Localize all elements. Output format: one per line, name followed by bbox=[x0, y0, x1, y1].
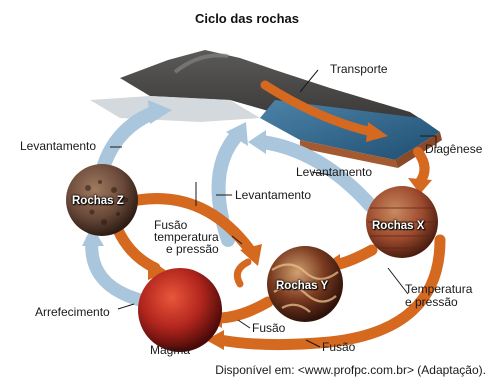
source-citation: Disponível em: <www.profpc.com.br> (Adap… bbox=[215, 363, 486, 377]
rock-x-label: Rochas X bbox=[372, 220, 424, 232]
rock-y-label: Rochas Y bbox=[276, 280, 328, 292]
arrow-y-to-magma bbox=[218, 302, 268, 318]
label-levantamento-left: Levantamento bbox=[20, 140, 96, 153]
arrow-x-to-y bbox=[335, 250, 372, 265]
label-temperatura-pressao-1: Temperatura bbox=[405, 283, 472, 295]
magma-sphere bbox=[138, 268, 222, 352]
label-fusao-inner: Fusão bbox=[252, 322, 285, 335]
arrowhead-levantamento-right bbox=[248, 130, 266, 154]
arrow-y-loop bbox=[237, 262, 248, 284]
rock-z-label: Rochas Z bbox=[72, 195, 124, 207]
diagram-title: Ciclo das rochas bbox=[0, 11, 494, 26]
label-levantamento-center: Levantamento bbox=[235, 189, 311, 202]
label-arrefecimento: Arrefecimento bbox=[35, 306, 110, 319]
label-transporte: Transporte bbox=[330, 63, 388, 76]
label-levantamento-right: Levantamento bbox=[296, 166, 372, 179]
label-temperatura-pressao-2: e pressão bbox=[405, 296, 458, 308]
label-diagenese: Diagênese bbox=[425, 143, 482, 156]
arrow-diagenese bbox=[418, 152, 425, 182]
label-fusao-temp-3: e pressão bbox=[166, 243, 219, 255]
label-fusao-outer: Fusão bbox=[322, 341, 355, 354]
label-magma: Magma bbox=[150, 344, 190, 357]
